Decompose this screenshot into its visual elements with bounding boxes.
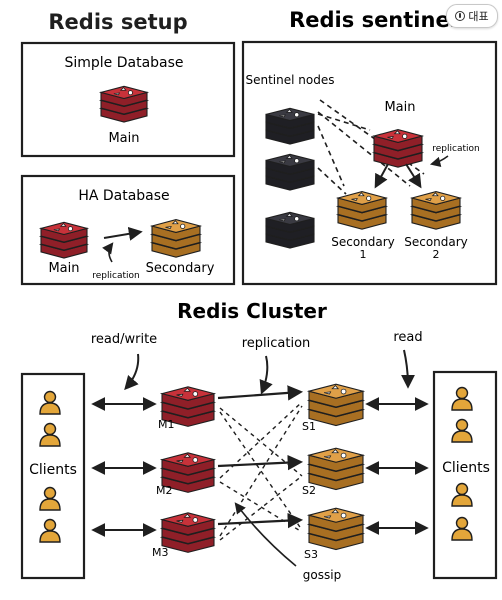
sentinel-replication-arrow-2 <box>405 163 422 189</box>
cluster-secondary-s2-icon <box>306 447 366 491</box>
info-icon <box>455 11 466 21</box>
cluster-main-m1-icon <box>159 386 217 427</box>
gossip-pointer <box>234 502 297 567</box>
client-person-icon <box>39 518 61 543</box>
simple-main-label: Main <box>108 131 139 146</box>
gossip-dashed-mesh <box>219 401 303 541</box>
ha-main-redis-icon <box>38 221 90 259</box>
redis-setup-title: Redis setup <box>48 10 187 34</box>
simple-database-box <box>20 41 236 158</box>
sentinel-secondary-2-number: 2 <box>433 248 440 261</box>
client-person-icon <box>451 482 473 507</box>
cluster-secondary-s1-icon <box>306 383 366 427</box>
s2-label: S2 <box>302 484 316 497</box>
client-person-icon <box>39 390 61 415</box>
cluster-replication-arrows <box>217 385 304 529</box>
client-person-icon <box>39 422 61 447</box>
simple-database-title: Simple Database <box>64 55 183 71</box>
gossip-label: gossip <box>303 568 341 582</box>
sentinel-main-label: Main <box>384 100 415 115</box>
sentinel-replication-label: replication <box>432 144 479 154</box>
clients-left-box <box>20 372 86 580</box>
ha-secondary-label: Secondary <box>146 261 215 276</box>
sentinel-secondary-2-label: Secondary <box>404 235 468 249</box>
representative-badge-button[interactable]: 대표 <box>446 4 498 28</box>
m2-label: M2 <box>156 484 173 497</box>
sentinel-replication-pointer <box>429 155 449 168</box>
read-write-pointer <box>124 353 140 391</box>
m1-label: M1 <box>158 418 175 431</box>
clients-right-box <box>432 370 498 580</box>
sentinel-box <box>241 40 498 286</box>
sentinel-secondary-2-icon <box>409 191 463 230</box>
cluster-replication-label: replication <box>242 336 311 351</box>
sentinel-main-redis-icon <box>371 129 425 168</box>
sentinel-nodes-label: Sentinel nodes <box>246 73 335 87</box>
cluster-secondary-s3-icon <box>306 507 366 551</box>
redis-sentinel-title: Redis sentinel <box>289 8 457 32</box>
ha-replication-label: replication <box>92 271 139 281</box>
sentinel-dashed-links <box>317 99 425 195</box>
clients-left-people <box>39 390 61 543</box>
sentinel-replication-arrow-1 <box>374 163 389 189</box>
read-pointer <box>400 349 415 389</box>
sentinel-secondary-1-label: Secondary <box>331 235 395 249</box>
sentinel-node-2-icon <box>265 153 315 191</box>
ha-replication-arrow <box>103 226 143 241</box>
client-person-icon <box>451 418 473 443</box>
client-person-icon <box>451 516 473 541</box>
client-person-icon <box>451 386 473 411</box>
s3-label: S3 <box>304 548 318 561</box>
m3-label: M3 <box>152 546 169 559</box>
read-write-label: read/write <box>91 332 157 347</box>
sentinel-node-1-icon <box>265 107 315 145</box>
badge-label: 대표 <box>468 10 489 23</box>
read-label: read <box>393 330 422 345</box>
ha-main-label: Main <box>48 261 79 276</box>
sentinel-secondary-1-number: 1 <box>360 248 367 261</box>
sentinel-secondary-1-icon <box>335 191 389 230</box>
s1-label: S1 <box>302 420 316 433</box>
cluster-main-m3-icon <box>159 512 217 553</box>
secondary-client-arrows <box>365 397 429 535</box>
redis-cluster-title: Redis Cluster <box>177 299 327 323</box>
client-main-arrows <box>91 397 157 537</box>
client-person-icon <box>39 486 61 511</box>
cluster-main-m2-icon <box>159 452 217 493</box>
replication-pointer <box>259 355 273 395</box>
ha-database-title: HA Database <box>78 188 169 204</box>
clients-left-label: Clients <box>29 462 77 478</box>
clients-right-people <box>451 386 473 541</box>
simple-main-redis-icon <box>98 85 150 123</box>
ha-database-box <box>20 174 236 286</box>
sentinel-node-3-icon <box>265 211 315 249</box>
clients-right-label: Clients <box>442 460 490 476</box>
ha-replication-pointer <box>102 242 114 263</box>
ha-secondary-redis-icon <box>149 219 203 258</box>
